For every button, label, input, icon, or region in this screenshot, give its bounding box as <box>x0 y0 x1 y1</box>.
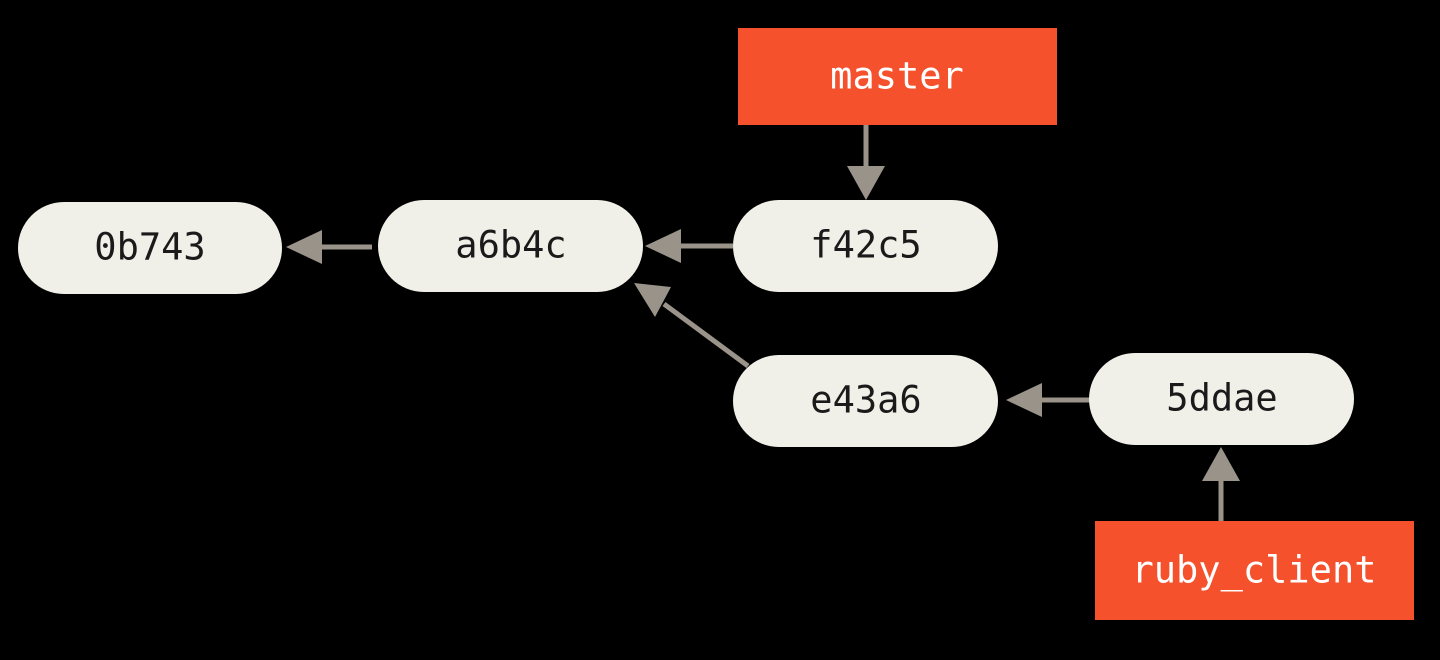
commit-node-f42c5[interactable]: f42c5 <box>733 200 998 292</box>
commit-node-e43a6-pill[interactable] <box>733 355 998 447</box>
commit-node-f42c5-pill[interactable] <box>733 200 998 292</box>
branch-label-ruby-client-text: ruby_client <box>1131 549 1376 593</box>
commit-node-5ddae-pill[interactable] <box>1089 353 1354 445</box>
commit-node-0b743[interactable]: 0b743 <box>18 202 282 294</box>
branch-label-master-text: master <box>830 55 964 98</box>
commit-node-f42c5-text: f42c5 <box>810 224 921 267</box>
edge-f42c5-to-a6b4c <box>645 229 733 263</box>
edge-ruby-client-to-5ddae <box>1202 447 1240 521</box>
commit-node-5ddae[interactable]: 5ddae <box>1089 353 1354 445</box>
branch-label-master-box[interactable] <box>738 28 1057 125</box>
commit-node-a6b4c[interactable]: a6b4c <box>378 200 643 292</box>
commit-node-e43a6-text: e43a6 <box>810 379 921 422</box>
edge-a6b4c-to-0b743 <box>286 230 372 264</box>
branch-label-ruby-client-box[interactable] <box>1095 521 1414 620</box>
commit-node-5ddae-text: 5ddae <box>1166 377 1277 420</box>
edge-5ddae-to-e43a6 <box>1006 383 1094 417</box>
commit-node-0b743-text: 0b743 <box>94 226 205 269</box>
branch-label-master[interactable]: master <box>738 28 1057 125</box>
branch-label-ruby-client[interactable]: ruby_client <box>1095 521 1414 620</box>
commit-node-e43a6[interactable]: e43a6 <box>733 355 998 447</box>
edge-master-to-f42c5 <box>847 125 885 200</box>
commit-node-a6b4c-text: a6b4c <box>455 224 566 267</box>
commit-node-0b743-pill[interactable] <box>18 202 282 294</box>
edge-e43a6-to-a6b4c <box>634 283 750 369</box>
commit-node-a6b4c-pill[interactable] <box>378 200 643 292</box>
